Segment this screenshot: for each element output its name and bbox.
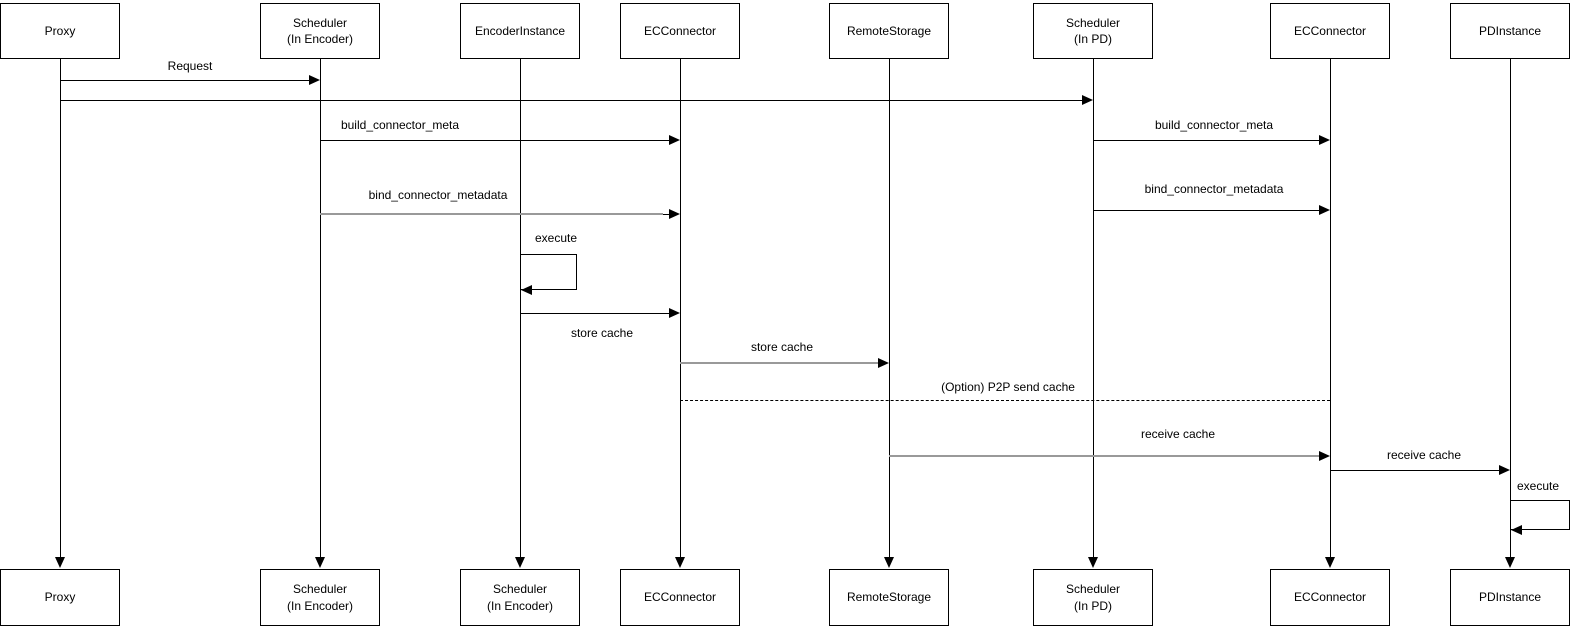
lifeline-remote-storage [889,59,890,558]
message-line-build-connector-meta [320,140,669,141]
arrowhead-left-icon [1511,525,1522,535]
message-line-receive-cache [889,455,1319,457]
arrowhead-right-icon [1319,451,1330,461]
actor-top-encoder-instance: EncoderInstance [460,3,580,59]
message-label-execute: execute [534,231,578,245]
message-line-store-cache-remote [680,362,878,364]
arrowhead-down-icon [1088,557,1098,568]
message-line-request [60,80,309,81]
actor-bottom-pd-instance: PDInstance [1450,569,1570,626]
message-label-p2p-send-cache: (Option) P2P send cache [941,380,1075,394]
arrowhead-right-icon [669,209,680,219]
message-label-execute-pd: execute [1516,479,1560,493]
message-label-bind-connector-metadata-pd: bind_connector_metadata [1144,182,1284,196]
lifeline-encoder-instance [520,59,521,558]
arrowhead-right-icon [878,358,889,368]
message-label-receive-cache: receive cache [1140,427,1216,441]
arrowhead-right-icon [309,75,320,85]
actor-top-pd-instance: PDInstance [1450,3,1570,59]
actor-top-remote-storage: RemoteStorage [829,3,949,59]
message-line-receive-cache-pd [1330,470,1499,471]
message-line-build-connector-meta-pd [1093,140,1319,141]
actor-top-ec-connector-pd: ECConnector [1270,3,1390,59]
actor-top-ec-connector: ECConnector [620,3,740,59]
arrowhead-down-icon [1505,557,1515,568]
message-line-store-cache [520,313,669,314]
arrowhead-down-icon [884,557,894,568]
arrowhead-down-icon [315,557,325,568]
arrowhead-down-icon [515,557,525,568]
actor-top-scheduler-in-pd: Scheduler (In PD) [1033,3,1153,59]
lifeline-proxy [60,59,61,558]
message-label-build-connector-meta-pd: build_connector_meta [1154,118,1274,132]
message-line-bind-connector-metadata-pd [1093,210,1319,211]
actor-bottom-ec-connector: ECConnector [620,569,740,626]
actor-bottom-remote-storage: RemoteStorage [829,569,949,626]
actor-bottom-scheduler-in-pd: Scheduler (In PD) [1033,569,1153,626]
arrowhead-right-icon [1319,135,1330,145]
message-label-receive-cache-pd: receive cache [1386,448,1462,462]
message-label-build-connector-meta: build_connector_meta [340,118,460,132]
actor-top-scheduler-in-encoder: Scheduler (In Encoder) [260,3,380,59]
message-line-p2p-send-cache [680,400,1330,401]
actor-bottom-proxy: Proxy [0,569,120,626]
arrowhead-down-icon [1325,557,1335,568]
actor-bottom-scheduler-in-encoder: Scheduler (In Encoder) [260,569,380,626]
message-line-proxy-to-scheduler-pd [60,100,1082,101]
arrowhead-left-icon [521,285,532,295]
arrowhead-right-icon [1319,205,1330,215]
lifeline-ec-connector-pd [1330,59,1331,558]
message-label-store-cache-remote: store cache [750,340,814,354]
lifeline-pd-instance [1510,59,1511,558]
arrowhead-right-icon [669,135,680,145]
lifeline-scheduler-in-encoder [320,59,321,558]
message-line-bind-connector-metadata-gray [320,213,663,215]
self-loop-execute [520,254,577,290]
lifeline-ec-connector [680,59,681,558]
lifeline-scheduler-in-pd [1093,59,1094,558]
message-label-request: Request [167,59,213,73]
actor-bottom-ec-connector-pd: ECConnector [1270,569,1390,626]
arrowhead-right-icon [1499,465,1510,475]
self-loop-execute-pd [1510,500,1570,530]
arrowhead-down-icon [675,557,685,568]
message-label-bind-connector-metadata: bind_connector_metadata [368,188,508,202]
actor-bottom-encoder-instance: Scheduler (In Encoder) [460,569,580,626]
arrowhead-down-icon [55,557,65,568]
arrowhead-right-icon [669,308,680,318]
message-label-store-cache: store cache [570,326,634,340]
arrowhead-right-icon [1082,95,1093,105]
actor-top-proxy: Proxy [0,3,120,59]
